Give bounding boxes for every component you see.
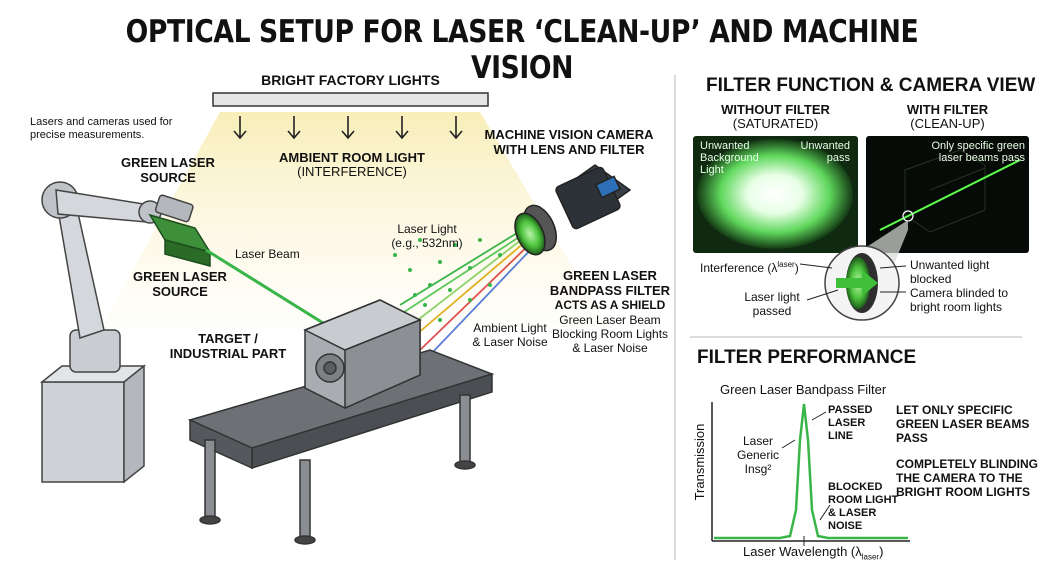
bandpass-curve — [714, 403, 908, 540]
interference-label: Interference (λlaser) — [700, 260, 799, 275]
blocked-room-light-label: BLOCKED ROOM LIGHT & LASER NOISE — [828, 481, 899, 532]
down-arrows-icon — [233, 116, 463, 140]
blinding-label: COMPLETELY BLINDING THE CAMERA TO THE BR… — [896, 457, 1039, 499]
laser-light-label: Laser Light (e.g., 532nm) — [391, 222, 463, 250]
with-filter-title: WITH FILTER (CLEAN-UP) — [906, 102, 989, 131]
filter-performance-heading: FILTER PERFORMANCE — [697, 347, 917, 368]
passed-arrow-icon — [836, 270, 878, 296]
factory-light-bar — [212, 92, 489, 107]
unwanted-pass-label: Unwanted pass — [800, 140, 850, 164]
factory-lights-label: BRIGHT FACTORY LIGHTS — [261, 72, 440, 88]
laser-passed-label: Laser light passed — [744, 290, 800, 318]
without-filter-title: WITHOUT FILTER (SATURATED) — [721, 102, 830, 131]
camera-blinded-label: Camera blinded to bright room lights — [910, 286, 1009, 314]
filter-function-heading: FILTER FUNCTION & CAMERA VIEW — [706, 75, 1036, 96]
unwanted-blocked-label: Unwanted light blocked — [910, 258, 990, 286]
green-laser-source-label-2: GREEN LASER SOURCE — [133, 269, 227, 299]
page-title: OPTICAL SETUP FOR LASER ‘CLEAN-UP’ AND M… — [125, 14, 919, 86]
engine-part — [303, 299, 422, 410]
only-specific-label: Only specific green laser beams pass — [931, 140, 1025, 164]
intro-text: Lasers and cameras used for precise meas… — [30, 116, 173, 141]
ambient-light-label: AMBIENT ROOM LIGHT (INTERFERENCE) — [279, 150, 425, 179]
laser-particles — [393, 238, 502, 322]
laser-beam-label: Laser Beam — [235, 247, 300, 261]
passed-laser-line-label: PASSED LASER LINE — [828, 404, 873, 442]
machine-vision-camera — [514, 164, 632, 256]
unwanted-background-label: Unwanted Background Light — [700, 140, 759, 176]
let-only-label: LET ONLY SPECIFIC GREEN LASER BEAMS PASS — [896, 403, 1030, 445]
robot-arm — [39, 181, 194, 484]
target-part-label: TARGET / INDUSTRIAL PART — [169, 331, 287, 361]
chart-title: Green Laser Bandpass Filter — [720, 382, 887, 397]
y-axis-label: Transmission — [692, 423, 707, 501]
camera-label: MACHINE VISION CAMERA WITH LENS AND FILT… — [484, 127, 654, 157]
bandpass-chart — [711, 402, 910, 546]
light-rays — [394, 224, 537, 356]
ambient-light-cone — [100, 112, 610, 330]
bandpass-filter-label: GREEN LASER BANDPASS FILTER ACTS AS A SH… — [549, 268, 671, 355]
x-axis-label: Laser Wavelength (λlaser) — [743, 544, 884, 562]
green-laser-source-label: GREEN LASER SOURCE — [121, 155, 215, 185]
ambient-noise-label: Ambient Light & Laser Noise — [472, 321, 548, 349]
laser-generic-label: Laser Generic Insg² — [736, 434, 780, 476]
